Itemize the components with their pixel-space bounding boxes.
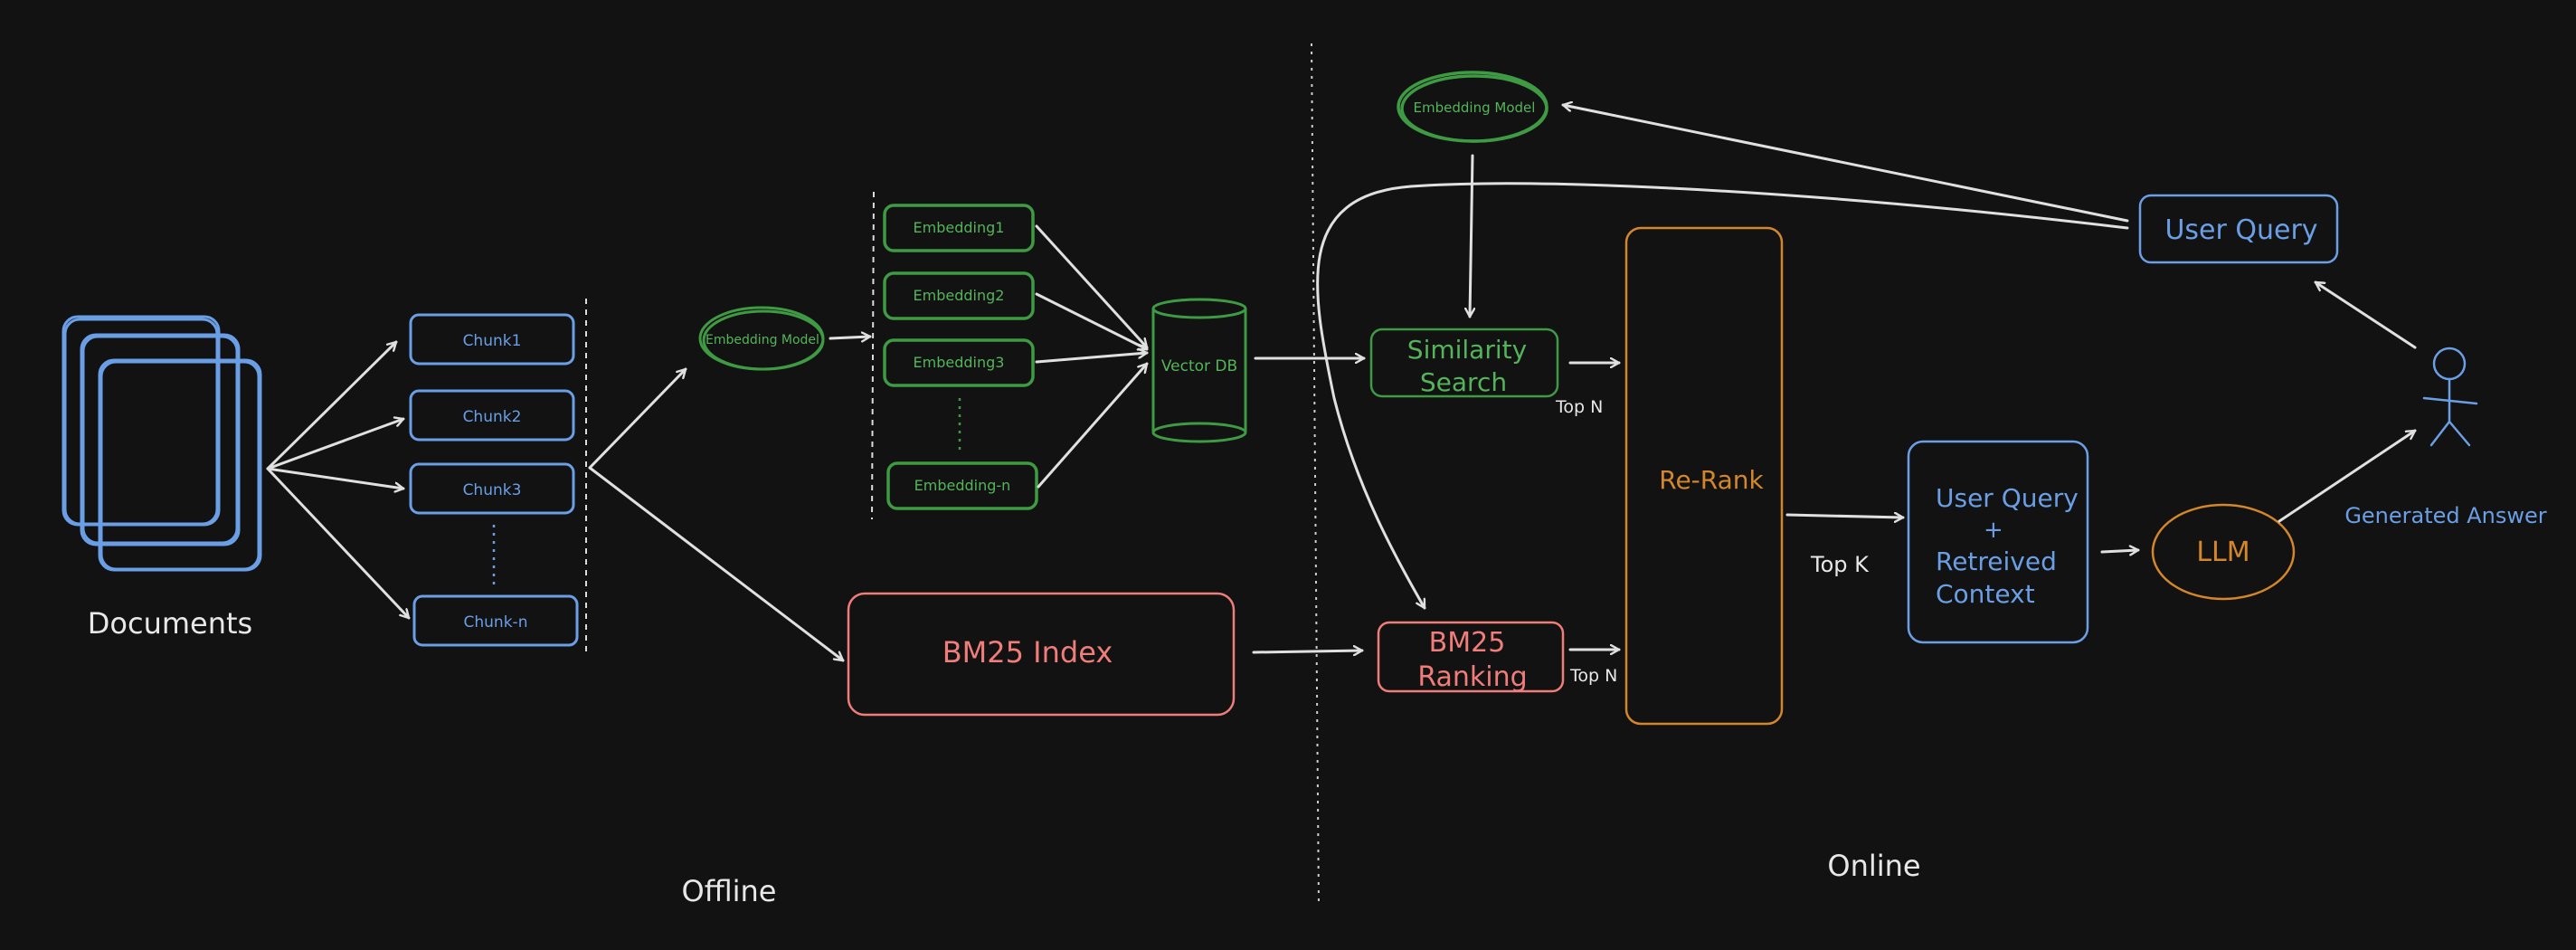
online-section-label: Online [1827,849,1920,883]
offline-embedding-model-label: Embedding Model [706,333,819,347]
arrow-embedding-model-similarity [1470,154,1473,318]
top-n-bm25-label: Top N [1569,666,1617,686]
offline-online-divider [1311,43,1320,907]
similarity-search-line1: Similarity [1407,335,1527,365]
user-query-label: User Query [2164,214,2317,246]
top-n-similarity-label: Top N [1555,397,1603,417]
arrow-embedding1-vectordb [1035,224,1149,349]
arrow-user-userquery [2314,280,2417,349]
online-embedding-model-label: Embedding Model [1414,100,1536,116]
embedding1-box [883,204,1035,252]
arrow-docs-chunk2 [266,419,405,470]
arrow-embeddingn-vectordb [1037,362,1149,489]
bm25-index-box [847,592,1236,717]
context-line4: Context [1936,579,2035,609]
embeddingn-label: Embedding-n [914,477,1011,494]
arrow-docs-chunkn [266,467,411,620]
embedding3-box [883,338,1035,387]
top-k-label: Top K [1810,552,1870,577]
similarity-search-box [1369,328,1559,398]
llm-label: LLM [2196,537,2249,568]
embedding1-label: Embedding1 [914,219,1005,236]
arrow-chunks-embedding-model [588,367,687,470]
arrow-userquery-bm25-ranking [1316,182,2129,610]
bm25-ranking-line2: Ranking [1417,661,1527,693]
bm25-index-label: BM25 Index [942,635,1113,670]
arrow-context-llm [2100,550,2140,552]
arrow-userquery-embedding-model [1561,105,2129,223]
context-box [1907,440,2089,644]
chunkn-label: Chunk-n [464,613,528,632]
embedding2-box [883,271,1035,320]
context-line3: Retreived [1936,546,2057,576]
arrow-docs-chunk3 [266,467,405,489]
generated-answer-label: Generated Answer [2344,503,2546,528]
offline-embedding-model-node [698,306,825,371]
arrow-bm25-index-ranking [1252,651,1364,652]
chunk1-box [409,313,575,366]
arrow-docs-chunk1 [266,340,398,470]
user-query-box [2138,194,2339,264]
embedding3-label: Embedding3 [914,354,1005,371]
embedding2-label: Embedding2 [914,287,1005,304]
embeddingn-box [886,461,1038,510]
embeddings-group-boundary [871,191,875,520]
similarity-search-line2: Search [1420,367,1507,397]
rerank-label: Re-Rank [1659,465,1764,495]
vector-db-label: Vector DB [1161,357,1237,375]
chunkn-box [412,594,579,647]
documents-label: Documents [88,606,252,641]
arrow-embedding3-vectordb [1035,353,1149,364]
chunk3-box [409,462,575,515]
arrow-embedding-model-embeddings [829,337,872,338]
arrow-embedding2-vectordb [1035,292,1149,349]
arrow-llm-user [2278,429,2417,523]
chunk1-label: Chunk1 [463,332,522,350]
bm25-ranking-line1: BM25 [1429,627,1506,659]
chunk2-box [409,389,575,442]
llm-node [2151,503,2296,601]
user-icon [2422,347,2478,447]
offline-section-label: Offline [682,874,777,908]
documents-icon [62,315,262,572]
rerank-box [1624,226,1784,726]
context-line2: + [1984,517,2003,544]
arrow-chunks-bm25-index [588,466,845,662]
chunk3-label: Chunk3 [463,481,522,499]
bm25-ranking-box [1377,621,1565,693]
arrow-rerank-context [1785,515,1905,518]
context-line1: User Query [1936,483,2079,513]
chunk2-label: Chunk2 [463,408,522,426]
online-embedding-model-node [1397,71,1548,143]
vector-db-icon [1151,298,1247,443]
